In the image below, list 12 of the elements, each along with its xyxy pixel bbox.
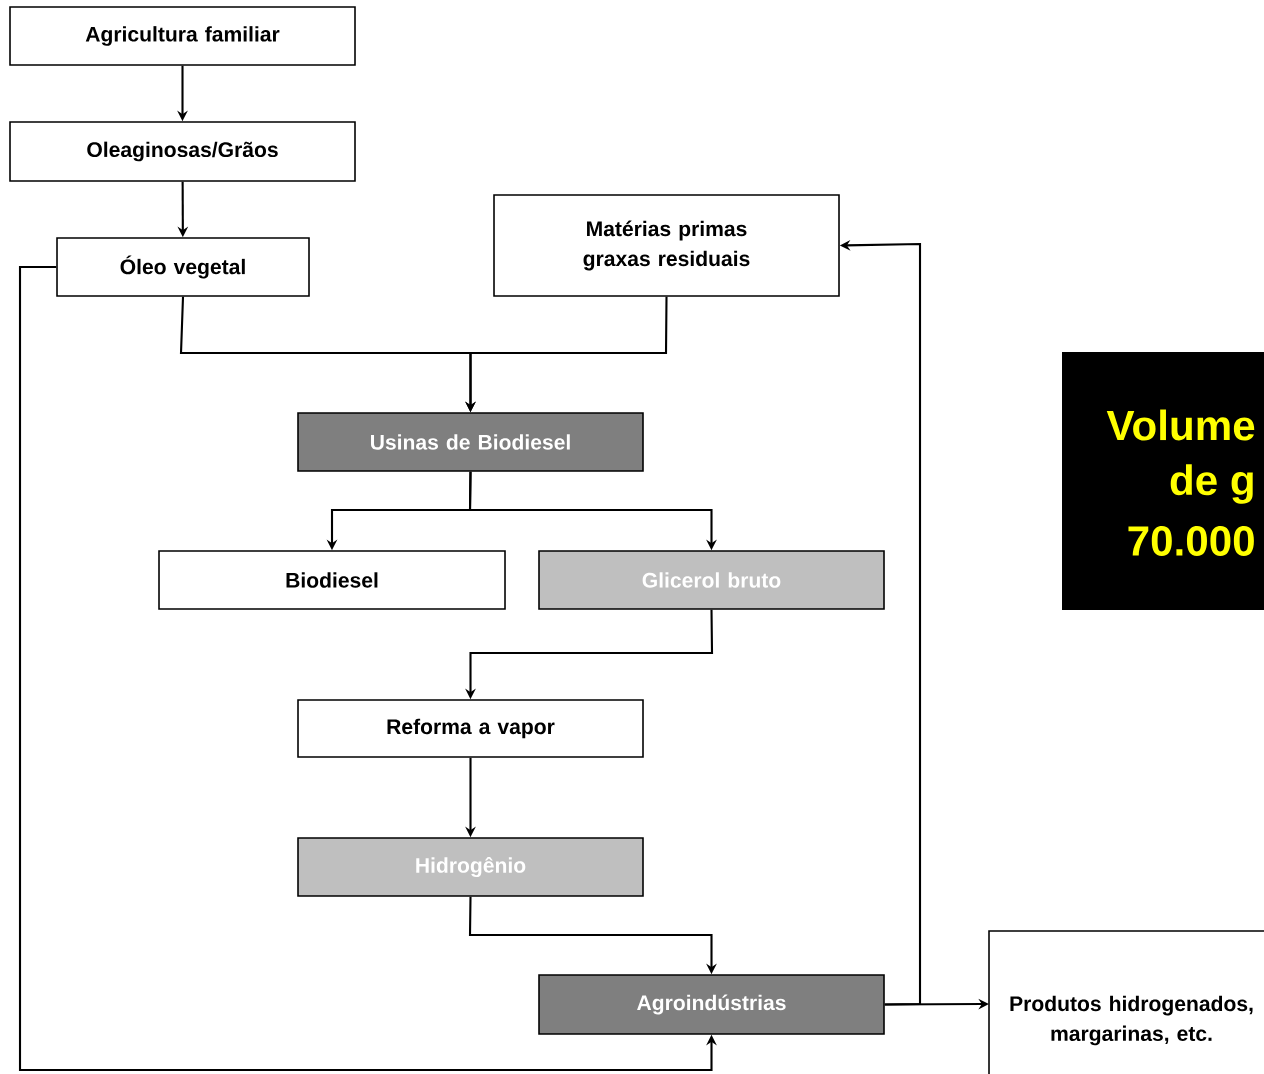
process-box: Glicerol bruto: [538, 550, 885, 610]
process-box: Matérias primas graxas residuais: [493, 194, 840, 297]
process-box: Agricultura familiar: [9, 6, 356, 66]
process-box: Agroindústrias: [538, 974, 885, 1035]
callout-box: Volume de g 70.000: [1062, 352, 1264, 610]
process-box: Produtos hidrogenados, margarinas, etc.: [988, 930, 1264, 1074]
process-box: Biodiesel: [158, 550, 506, 610]
process-box: Reforma a vapor: [297, 699, 644, 758]
process-box: Usinas de Biodiesel: [297, 412, 644, 472]
process-box: Óleo vegetal: [56, 237, 310, 297]
process-box: Hidrogênio: [297, 837, 644, 897]
process-box: Oleaginosas/Grãos: [9, 121, 356, 182]
